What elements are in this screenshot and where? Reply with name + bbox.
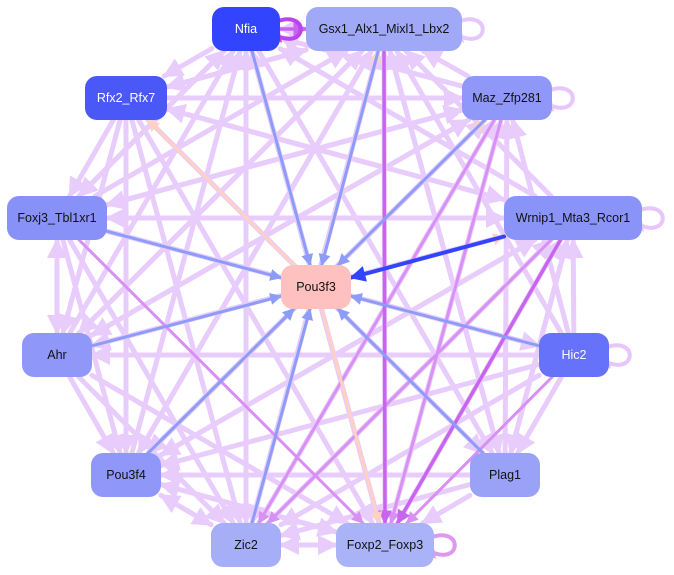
node-label: Maz_Zfp281 — [472, 91, 542, 105]
node-label: Foxj3_Tbl1xr1 — [17, 211, 96, 225]
edge-ahr-to-maz_zfp281 — [89, 117, 471, 338]
edge-zic2-to-pou3f3 — [250, 307, 313, 525]
self-loop-hic2 — [606, 343, 632, 367]
edge-rfx2_rfx7-to-foxj3_tbl1xr1 — [67, 117, 116, 199]
node-label: Zic2 — [234, 538, 258, 552]
node-label: Nfia — [235, 22, 257, 36]
node-zic2[interactable]: Zic2 — [211, 523, 281, 567]
nodes-layer: Nfia Gsx1_Alx1_Mixl1_Lbx2Maz_Zfp281Wrnip1… — [7, 7, 642, 567]
edge-maz_zfp281-to-zic2 — [257, 118, 496, 525]
edge-foxj3_tbl1xr1-to-maz_zfp281 — [104, 104, 465, 208]
node-box[interactable] — [85, 76, 167, 120]
node-label: Wrnip1_Mta3_Rcor1 — [516, 211, 630, 225]
node-maz_zfp281[interactable]: Maz_Zfp281 — [462, 76, 552, 120]
node-box[interactable] — [306, 7, 462, 51]
edge-maz_zfp281-to-pou3f3 — [336, 118, 487, 267]
edge-foxj3_tbl1xr1-to-pou3f3 — [105, 229, 283, 281]
node-box[interactable] — [281, 265, 351, 309]
edge-pou3f3-to-foxp2_foxp3 — [320, 307, 383, 525]
edge-pou3f4-to-gsx1_alx1_mixl1_lbx2 — [136, 48, 374, 456]
node-hic2[interactable]: Hic2 — [539, 333, 609, 377]
edge-rfx2_rfx7-to-wrnip1_mta3_rcor1 — [164, 106, 507, 205]
edge-plag1-to-pou3f3 — [336, 307, 485, 455]
edge-foxj3_tbl1xr1-to-zic2 — [67, 237, 236, 526]
node-box[interactable] — [7, 196, 107, 240]
node-label: Pou3f4 — [106, 468, 146, 482]
edge-pou3f3-to-rfx2_rfx7 — [146, 118, 296, 267]
node-rfx2_rfx7[interactable]: Rfx2_Rfx7 — [85, 76, 167, 120]
node-box[interactable] — [336, 523, 434, 567]
edge-ahr-to-pou3f3 — [90, 293, 283, 348]
edge-gsx1_alx1_mixl1_lbx2-to-foxp2_foxp3 — [377, 49, 392, 525]
node-label: Rfx2_Rfx7 — [97, 91, 155, 105]
self-loop-nfia — [277, 17, 303, 41]
node-pou3f4[interactable]: Pou3f4 — [91, 453, 161, 497]
node-box[interactable] — [470, 453, 540, 497]
edge-nfia-to-pou3f3 — [250, 49, 313, 267]
node-label: Ahr — [47, 348, 66, 362]
edge-wrnip1_mta3_rcor1-to-pou3f3 — [349, 234, 506, 282]
node-box[interactable] — [212, 7, 280, 51]
self-loop-gsx1_alx1_mixl1_lbx2 — [459, 17, 485, 41]
node-label: Pou3f3 — [296, 280, 336, 294]
edge-pou3f4-to-zic2 — [158, 492, 214, 528]
edge-hic2-to-wrnip1_mta3_rcor1 — [563, 237, 584, 336]
node-plag1[interactable]: Plag1 — [470, 453, 540, 497]
edge-hic2-to-pou3f3 — [349, 293, 541, 348]
node-gsx1_alx1_mixl1_lbx2[interactable]: Gsx1_Alx1_Mixl1_Lbx2 — [306, 7, 462, 51]
node-box[interactable] — [462, 76, 552, 120]
node-label: Hic2 — [561, 348, 586, 362]
self-loop-wrnip1_mta3_rcor1 — [639, 206, 665, 230]
edge-pou3f4-to-pou3f3 — [146, 307, 296, 455]
edge-gsx1_alx1_mixl1_lbx2-to-pou3f3 — [318, 49, 380, 267]
self-loop-maz_zfp281 — [549, 86, 575, 110]
node-pou3f3[interactable]: Pou3f3 — [281, 265, 351, 309]
self-loop-foxp2_foxp3 — [431, 533, 457, 557]
node-box[interactable] — [539, 333, 609, 377]
node-wrnip1_mta3_rcor1[interactable]: Wrnip1_Mta3_Rcor1 — [504, 196, 642, 240]
edge-plag1-to-foxp2_foxp3 — [420, 492, 473, 526]
edge-maz_zfp281-to-gsx1_alx1_mixl1_lbx2 — [420, 48, 471, 79]
node-nfia[interactable]: Nfia — [212, 7, 280, 51]
node-label: Plag1 — [489, 468, 521, 482]
edge-pou3f4-to-wrnip1_mta3_rcor1 — [158, 237, 538, 458]
node-label: Gsx1_Alx1_Mixl1_Lbx2 — [319, 22, 450, 36]
edge-wrnip1_mta3_rcor1-to-foxp2_foxp3 — [395, 238, 563, 525]
node-foxp2_foxp3[interactable]: Foxp2_Foxp3 — [336, 523, 434, 567]
node-box[interactable] — [22, 333, 92, 377]
node-box[interactable] — [504, 196, 642, 240]
edge-nfia-to-rfx2_rfx7 — [161, 46, 215, 79]
node-box[interactable] — [211, 523, 281, 567]
node-label: Foxp2_Foxp3 — [347, 538, 423, 552]
edge-hic2-to-plag1 — [515, 374, 564, 456]
node-ahr[interactable]: Ahr — [22, 333, 92, 377]
node-foxj3_tbl1xr1[interactable]: Foxj3_Tbl1xr1 — [7, 196, 107, 240]
node-box[interactable] — [91, 453, 161, 497]
